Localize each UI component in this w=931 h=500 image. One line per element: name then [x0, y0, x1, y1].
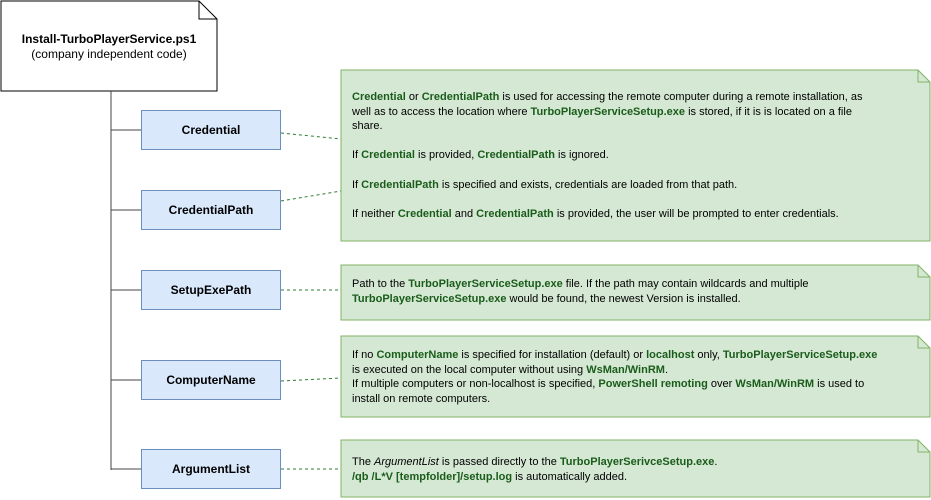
text-run: well as to access the location where	[352, 105, 531, 118]
note-setupexepath: Path to the TurboPlayerServiceSetup.exe …	[341, 269, 930, 314]
text-run: is used for accessing the remote compute…	[499, 91, 863, 103]
highlight-term: TurboPlayerServiceSetup.exe	[408, 278, 563, 290]
note-argumentlist-fold	[917, 440, 930, 453]
text-run: file. If the path may contain wildcards …	[562, 278, 809, 290]
text-run: .	[664, 363, 668, 376]
note-argumentlist-shape	[340, 439, 931, 498]
highlight-term: localhost	[646, 349, 695, 361]
text-run: is passed directly to the	[438, 456, 560, 468]
param-credential-label: Credential	[181, 123, 241, 137]
text-run: Path to the	[352, 278, 409, 290]
highlight-term: CredentialPath	[476, 207, 554, 220]
highlight-term: CredentialPath	[421, 91, 500, 103]
param-setupexepath-label: SetupExePath	[170, 283, 252, 297]
note-argumentlist-para-1: The ArgumentList is passed directly to t…	[352, 455, 918, 484]
text-run: would be found, the newest Version is in…	[506, 292, 741, 305]
connector-computername	[280, 377, 342, 382]
text-run: is ignored.	[554, 149, 609, 162]
note-credential-para-3: If CredentialPath is specified and exist…	[352, 178, 918, 193]
highlight-term: TurboPlayerServiceSetup.exe	[530, 105, 686, 118]
text-run: is provided,	[414, 149, 478, 162]
text-run: If no	[352, 349, 377, 361]
note-computername-shape	[340, 335, 931, 418]
note-credential-fold	[917, 70, 930, 83]
highlight-term: WsMan/WinRM	[586, 363, 665, 376]
highlight-term: TurboPlayerServiceSetup.exe	[722, 349, 878, 361]
param-credential[interactable]: Credential	[141, 110, 281, 150]
param-argumentlist-label: ArgumentList	[172, 462, 250, 476]
note-credential: Credential or CredentialPath is used for…	[341, 82, 930, 229]
text-run: .	[714, 456, 718, 468]
highlight-term: CredentialPath	[361, 178, 439, 191]
root-node-title: Install-TurboPlayerService.ps1	[21, 32, 197, 46]
note-setupexepath-fold	[917, 265, 930, 278]
note-argumentlist: The ArgumentList is passed directly to t…	[341, 447, 930, 492]
text-run: is stored, if it is is located on a file	[685, 105, 852, 118]
text-run: is used to	[814, 378, 865, 391]
highlight-term: TurboPlayerServiceSetup.exe	[352, 292, 507, 305]
text-run: or	[405, 91, 422, 103]
note-credential-shape	[340, 69, 931, 242]
highlight-term: TurboPlayerSerivceSetup.exe	[559, 456, 715, 468]
highlight-term: Credential	[352, 91, 406, 103]
root-node-subtitle: (company independent code)	[31, 47, 187, 61]
param-credentialpath-label: CredentialPath	[168, 203, 254, 217]
connector-credentialpath	[280, 190, 342, 202]
note-credential-para-1: Credential or CredentialPath is used for…	[352, 90, 918, 134]
note-credential-para-4: If neither Credential and CredentialPath…	[352, 207, 918, 222]
text-run: The	[352, 456, 375, 468]
text-run: share.	[352, 120, 383, 133]
param-setupexepath[interactable]: SetupExePath	[141, 270, 281, 310]
highlight-term: /qb /L*V [tempfolder]/setup.log	[352, 470, 513, 483]
text-run: is specified for installation (default) …	[458, 349, 647, 361]
highlight-term: ComputerName	[376, 349, 459, 361]
text-run: If	[352, 178, 362, 191]
text-run: is executed on the local computer withou…	[352, 363, 587, 376]
text-run: only,	[694, 349, 723, 361]
text-run: If neither	[352, 207, 398, 220]
note-computername: If no ComputerName is specified for inst…	[341, 340, 930, 414]
text-run: over	[707, 378, 736, 391]
connector-credential	[280, 132, 342, 140]
param-computername[interactable]: ComputerName	[141, 360, 281, 400]
highlight-term: Credential	[397, 207, 452, 220]
root-document-fold	[198, 1, 217, 20]
param-credentialpath[interactable]: CredentialPath	[141, 190, 281, 230]
note-setupexepath-shape	[340, 264, 931, 321]
text-run: is provided, the user will be prompted t…	[553, 207, 839, 220]
text-run: is specified and exists, credentials are…	[438, 178, 738, 191]
note-setupexepath-para-1: Path to the TurboPlayerServiceSetup.exe …	[352, 277, 918, 306]
param-computername-label: ComputerName	[166, 373, 256, 387]
highlight-term: CredentialPath	[477, 149, 555, 162]
text-run: install on remote computers.	[352, 392, 491, 405]
italic-term: ArgumentList	[374, 456, 439, 468]
highlight-term: WsMan/WinRM	[735, 378, 815, 391]
text-run: is automatically added.	[512, 470, 628, 483]
text-run: If	[352, 149, 362, 162]
highlight-term: Credential	[361, 149, 415, 162]
highlight-term: PowerShell remoting	[598, 378, 708, 391]
text-run: If multiple computers or non-localhost i…	[352, 378, 599, 391]
note-computername-para-1: If no ComputerName is specified for inst…	[352, 348, 918, 406]
param-argumentlist[interactable]: ArgumentList	[141, 449, 281, 489]
root-document-shape	[0, 0, 218, 92]
text-run: and	[451, 207, 477, 220]
note-credential-para-2: If Credential is provided, CredentialPat…	[352, 148, 918, 163]
note-computername-fold	[917, 336, 930, 349]
